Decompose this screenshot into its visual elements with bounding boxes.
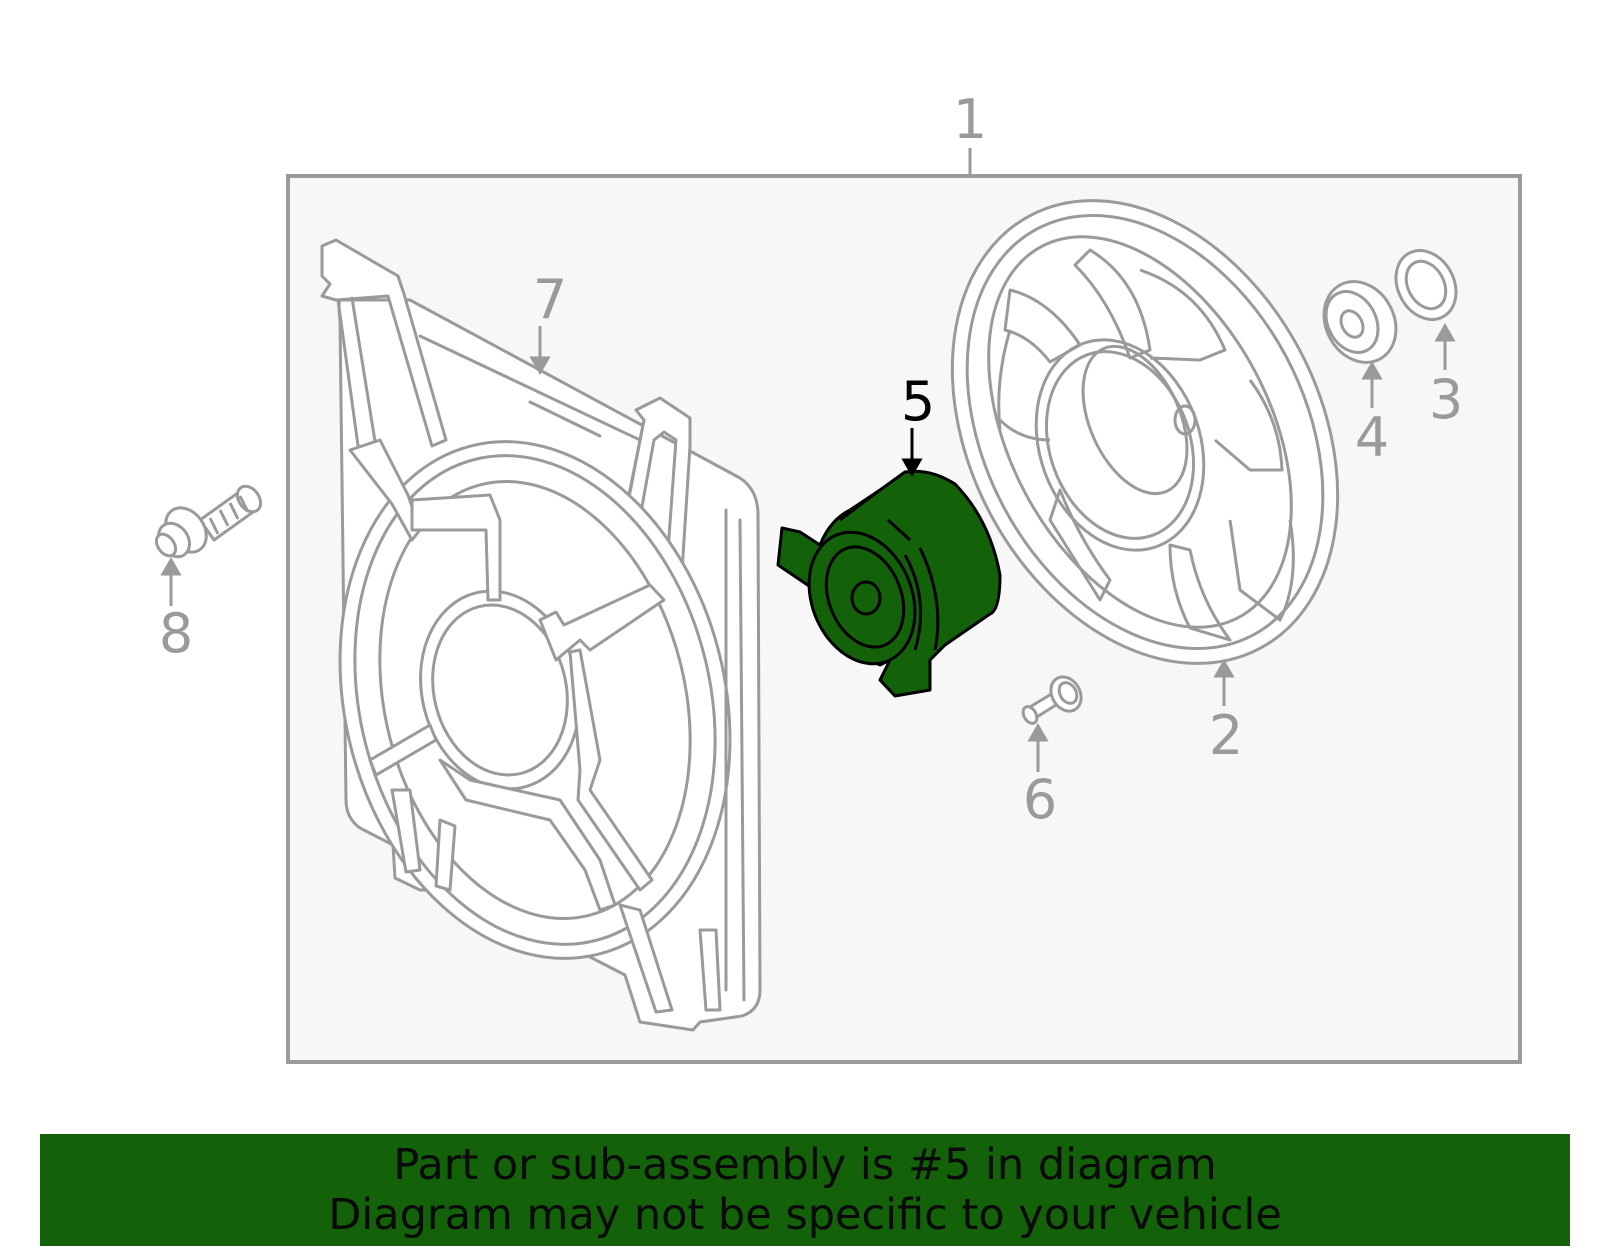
bolt-part-8 bbox=[154, 484, 263, 559]
callout-6: 6 bbox=[1023, 768, 1057, 831]
callout-5: 5 bbox=[901, 370, 935, 433]
callout-3: 3 bbox=[1429, 368, 1463, 431]
leader-arrows bbox=[160, 322, 1456, 772]
callout-4: 4 bbox=[1355, 406, 1389, 469]
callout-8: 8 bbox=[159, 602, 193, 665]
leader-arrow-5 bbox=[901, 428, 923, 478]
banner-line-disclaimer: Diagram may not be specific to your vehi… bbox=[328, 1190, 1282, 1240]
ring-part-3 bbox=[1394, 249, 1458, 321]
callout-2: 2 bbox=[1209, 704, 1243, 767]
fan-motor-part-5 bbox=[776, 469, 1002, 698]
screw-part-6 bbox=[1021, 675, 1083, 725]
fan-blade-part-2 bbox=[950, 199, 1340, 665]
washer-part-4 bbox=[1322, 280, 1398, 364]
callout-1: 1 bbox=[953, 88, 987, 151]
callout-7: 7 bbox=[533, 268, 567, 331]
fan-shroud-part-7 bbox=[320, 238, 762, 1032]
info-banner: Part or sub-assembly is #5 in diagram Di… bbox=[40, 1134, 1570, 1246]
banner-line-part: Part or sub-assembly is #5 in diagram bbox=[393, 1140, 1217, 1190]
